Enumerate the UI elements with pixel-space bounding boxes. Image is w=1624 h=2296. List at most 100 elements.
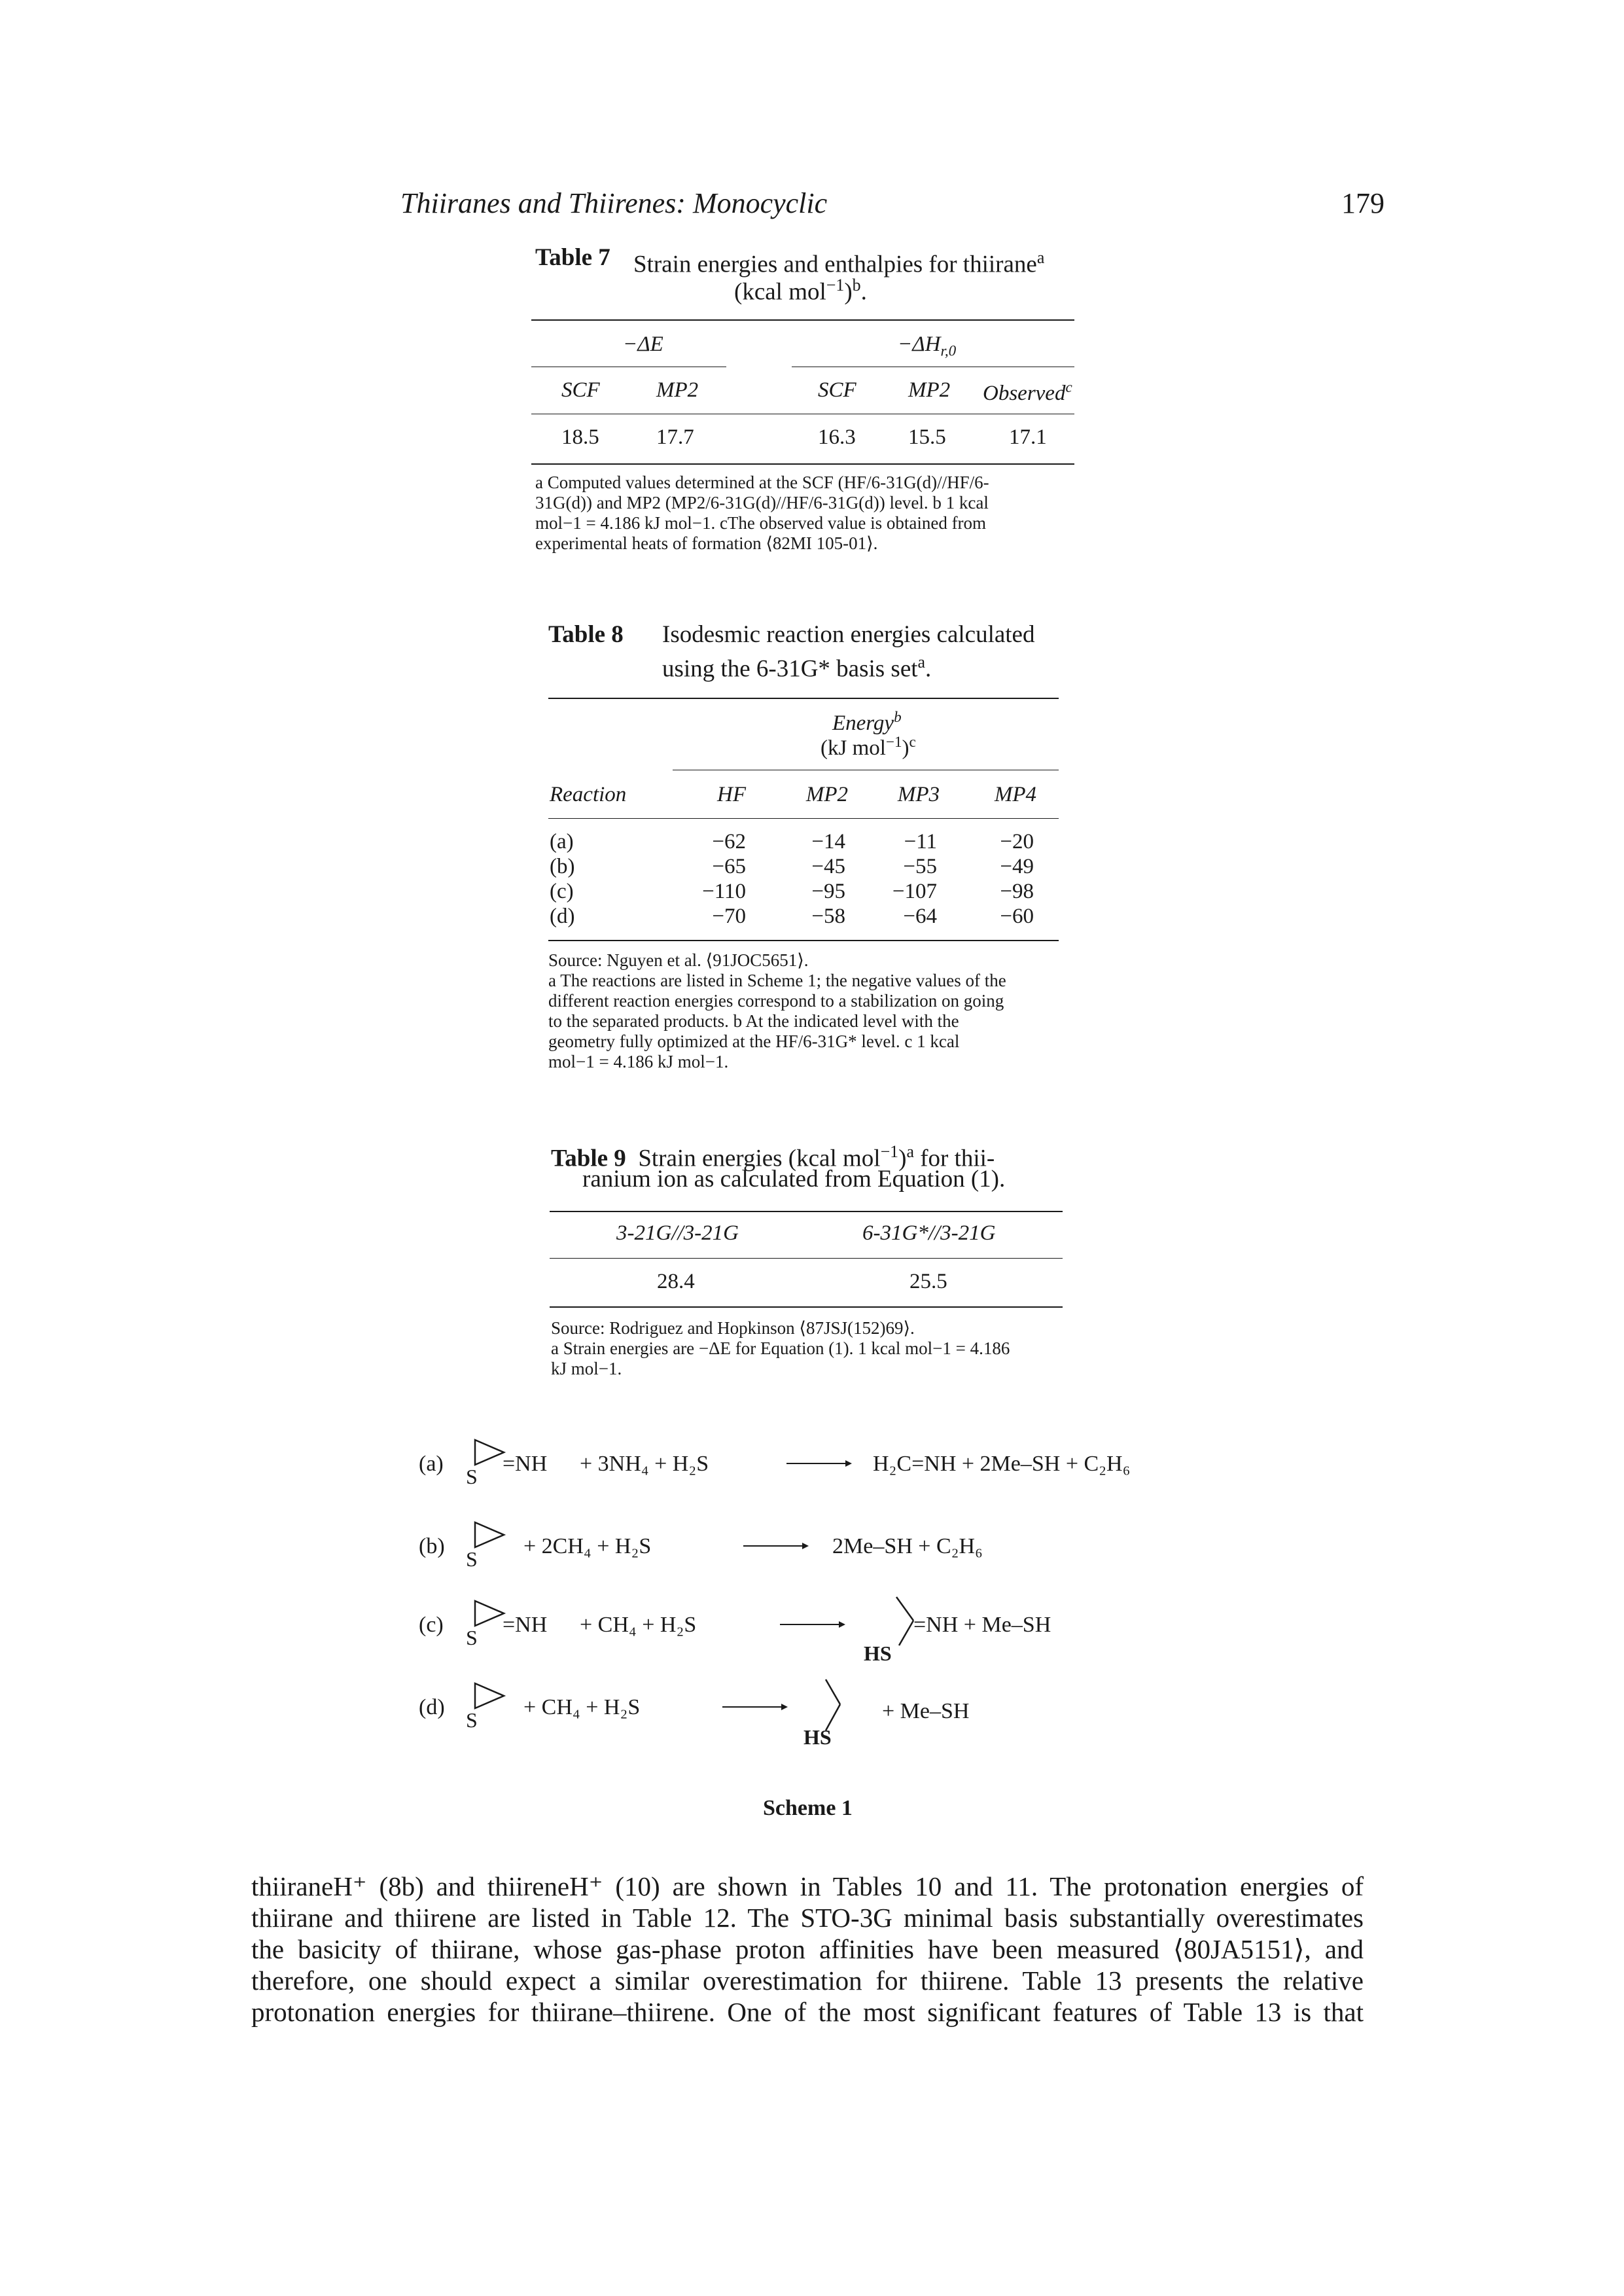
products: H₂C=NH + 2Me–SH + C₂H₆	[873, 1452, 1131, 1476]
table-7-group-delta-e: −ΔE	[623, 332, 663, 356]
table-8-note-line: Source: Nguyen et al. ⟨91JOC5651⟩.	[548, 950, 809, 970]
table-8-col-reaction: Reaction	[550, 783, 627, 806]
ring-sulfur: S	[466, 1626, 478, 1649]
table-7-note-line: a Computed values determined at the SCF …	[535, 473, 989, 492]
table-8-col-mp2: MP2	[805, 783, 848, 806]
paragraph-line: protonation energies for thiirane–thiire…	[251, 1997, 1364, 2027]
table-8-col-hf: HF	[717, 783, 746, 806]
table-8-cell: −62	[712, 830, 746, 853]
paragraph-line: thiirane and thiirene are listed in Tabl…	[251, 1903, 1364, 1933]
table-8-header-rule	[548, 818, 1059, 819]
ring-substituent: =NH	[503, 1452, 548, 1476]
ring-substituent: =NH	[503, 1613, 548, 1637]
reaction-arrow-icon	[786, 1460, 852, 1467]
thiirane-ring-icon	[474, 1600, 506, 1627]
table-9-col-1: 3-21G//3-21G	[616, 1221, 739, 1245]
table-9-note-line: Source: Rodriguez and Hopkinson ⟨87JSJ(1…	[551, 1318, 915, 1338]
skeletal-structure-icon	[824, 1679, 841, 1731]
table-8-row-label: (a)	[550, 830, 574, 853]
table-7-value-mp2-2: 15.5	[908, 425, 946, 449]
table-8-cell: −11	[904, 830, 937, 853]
products: + Me–SH	[882, 1699, 970, 1723]
table-7-value-scf-2: 16.3	[818, 425, 856, 449]
table-9-note-line: a Strain energies are −ΔE for Equation (…	[551, 1338, 1010, 1358]
table-8-note-line: a The reactions are listed in Scheme 1; …	[548, 971, 1006, 990]
table-8-bottom-rule	[548, 940, 1059, 941]
table-9-note-line: kJ mol−1.	[551, 1359, 622, 1378]
table-8-row-label: (c)	[550, 880, 574, 903]
ring-sulfur: S	[466, 1465, 478, 1488]
scheme-title: Scheme 1	[763, 1796, 853, 1820]
table-8-cell: −20	[1000, 830, 1034, 853]
table-8-cell: −65	[712, 855, 746, 878]
table-7-caption-line-2: (kcal mol−1)b.	[734, 276, 867, 306]
table-7-value-observed: 17.1	[1009, 425, 1047, 449]
table-8-caption-line-2: using the 6-31G* basis seta.	[662, 653, 932, 683]
product-group: HS	[864, 1641, 892, 1665]
table-9-header-rule	[550, 1258, 1063, 1259]
thiirane-ring-icon	[474, 1439, 506, 1466]
table-8-cell: −58	[811, 905, 845, 928]
table-8-cell: −49	[1000, 855, 1034, 878]
table-8-col-mp4: MP4	[994, 783, 1036, 806]
reaction-label: (d)	[419, 1695, 445, 1719]
table-9-top-rule	[550, 1211, 1063, 1212]
thiirane-ring-icon	[474, 1521, 506, 1549]
table-8-note-line: to the separated products. b At the indi…	[548, 1011, 959, 1031]
table-8-note-line: mol−1 = 4.186 kJ mol−1.	[548, 1052, 729, 1071]
body-paragraph: thiiraneH⁺ (8b) and thiireneH⁺ (10) are …	[251, 1871, 1364, 2028]
table-8-row-label: (d)	[550, 905, 575, 928]
paragraph-line: the basicity of thiirane, whose gas-phas…	[251, 1934, 1364, 1964]
table-8-caption-line-1: Isodesmic reaction energies calculated	[662, 621, 1035, 648]
products: =NH + Me–SH	[913, 1613, 1051, 1637]
table-7-caption-line-1: Strain energies and enthalpies for thiir…	[633, 248, 1045, 278]
product-group: HS	[803, 1725, 832, 1749]
table-9-footnotes: Source: Rodriguez and Hopkinson ⟨87JSJ(1…	[551, 1318, 1068, 1379]
table-7-col-scf-1: SCF	[561, 378, 600, 402]
table-7-col-scf-2: SCF	[818, 378, 856, 402]
table-7-note-line: mol−1 = 4.186 kJ mol−1. cThe observed va…	[535, 513, 987, 533]
table-8-energy-unit: (kJ mol−1)c	[821, 733, 916, 760]
table-9-bottom-rule	[550, 1306, 1063, 1308]
table-8-cell: −55	[903, 855, 937, 878]
table-7-top-rule	[531, 319, 1074, 321]
table-7-value-mp2-1: 17.7	[656, 425, 694, 449]
table-7-col-observed: Observedc	[983, 378, 1072, 405]
table-7-bottom-rule	[531, 463, 1074, 465]
table-8-cell: −70	[712, 905, 746, 928]
reactants: + 3NH₄ + H₂S	[580, 1452, 709, 1476]
table-9-value-1: 28.4	[657, 1270, 695, 1293]
skeletal-structure-icon	[895, 1596, 915, 1646]
table-9-value-2: 25.5	[909, 1270, 947, 1293]
table-8-cell: −110	[702, 880, 746, 903]
table-8-col-mp3: MP3	[897, 783, 940, 806]
table-8-label: Table 8	[548, 621, 624, 648]
paragraph-line: therefore, one should expect a similar o…	[251, 1965, 1364, 1996]
thiirane-ring-icon	[474, 1682, 506, 1710]
reaction-label: (a)	[419, 1452, 444, 1476]
table-8-cell: −64	[903, 905, 937, 928]
table-9-col-2: 6-31G*//3-21G	[862, 1221, 996, 1245]
table-7-group-delta-h: −ΔHr,0	[898, 332, 957, 359]
table-7-col-mp2-1: MP2	[656, 378, 699, 402]
table-7-value-scf-1: 18.5	[561, 425, 599, 449]
reaction-arrow-icon	[780, 1621, 845, 1628]
reactants: + CH₄ + H₂S	[580, 1613, 697, 1637]
table-8-cell: −98	[1000, 880, 1034, 903]
reactants: + 2CH₄ + H₂S	[523, 1534, 652, 1558]
page-number: 179	[1341, 187, 1385, 219]
running-title: Thiiranes and Thiirenes: Monocyclic	[400, 187, 828, 219]
table-7-footnotes: a Computed values determined at the SCF …	[535, 473, 1078, 554]
table-8-cell: −60	[1000, 905, 1034, 928]
table-7-label: Table 7	[535, 244, 610, 271]
table-8-footnotes: Source: Nguyen et al. ⟨91JOC5651⟩. a The…	[548, 950, 1065, 1072]
table-8-cell: −107	[892, 880, 937, 903]
table-8-note-line: geometry fully optimized at the HF/6-31G…	[548, 1031, 960, 1051]
reactants: + CH₄ + H₂S	[523, 1695, 641, 1719]
products: 2Me–SH + C₂H₆	[832, 1534, 983, 1558]
table-9-caption-line-1: Table 9 Strain energies (kcal mol−1)a fo…	[551, 1142, 995, 1172]
table-9-caption-line-2: ranium ion as calculated from Equation (…	[582, 1166, 1006, 1193]
reaction-label: (b)	[419, 1534, 445, 1558]
table-8-top-rule	[548, 698, 1059, 699]
ring-sulfur: S	[466, 1547, 478, 1571]
